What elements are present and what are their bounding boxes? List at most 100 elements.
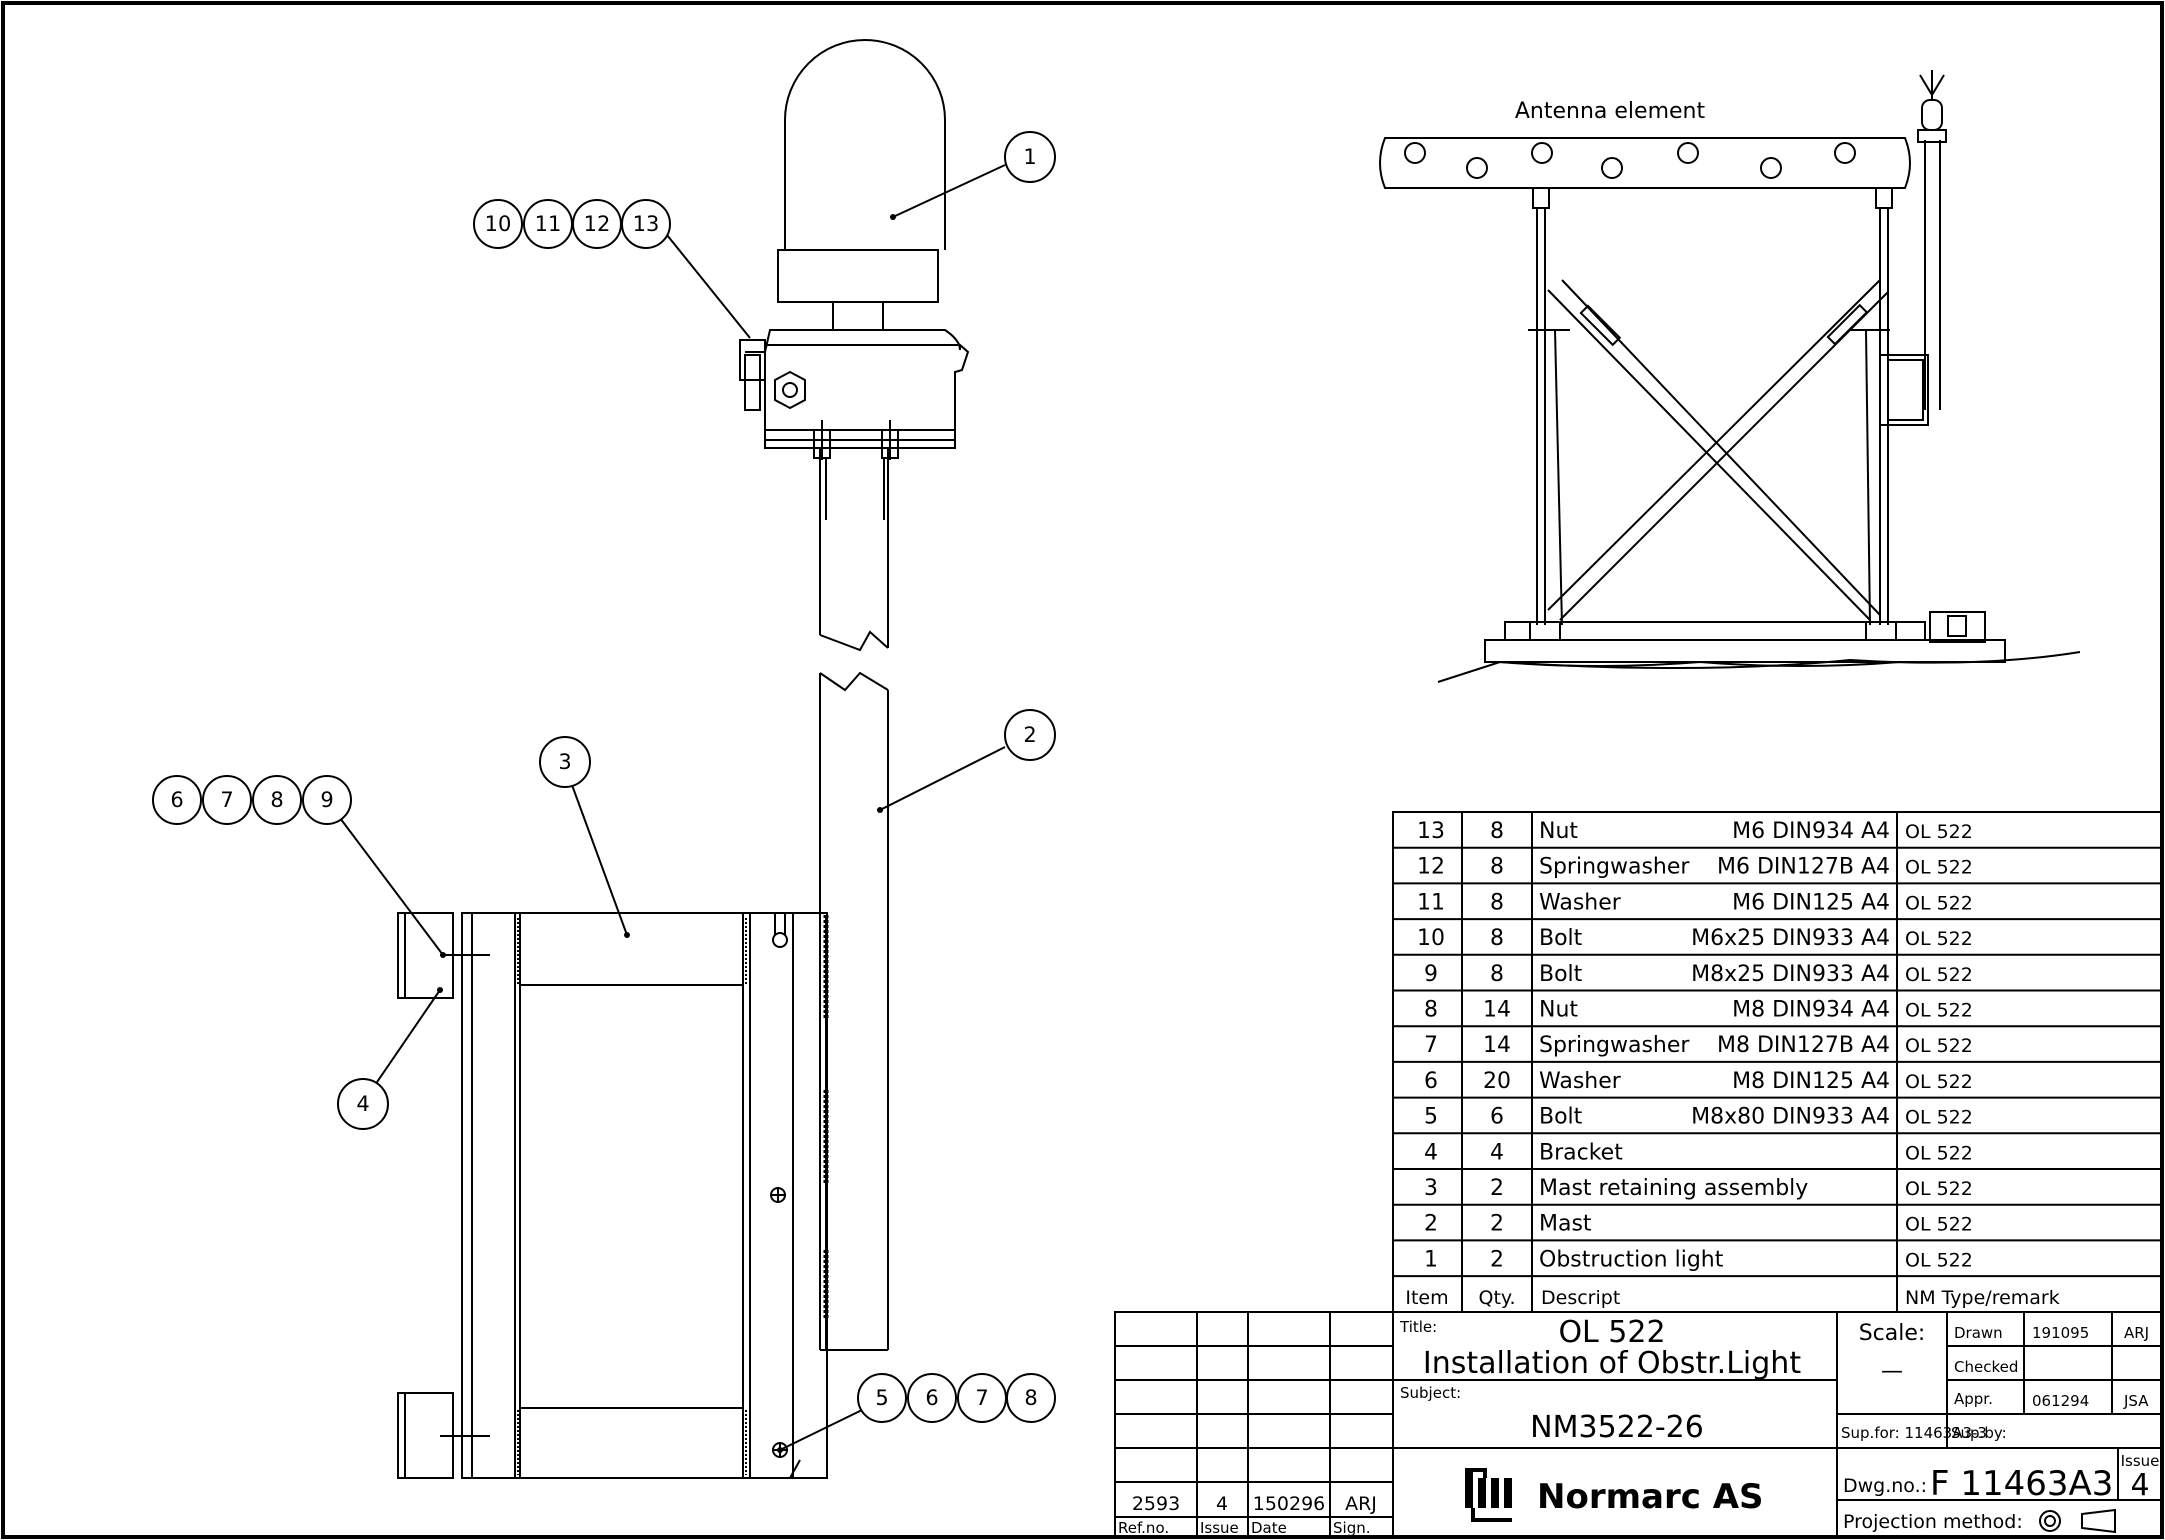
callout-number: 2 [1023, 723, 1036, 747]
issue-label: Issue [2121, 1452, 2160, 1470]
cell-description: Mast [1539, 1212, 1592, 1237]
cell-spec: M8 DIN934 A4 [1732, 998, 1890, 1023]
cell-remark: OL 522 [1905, 1214, 1973, 1236]
revision-header-sign: Sign. [1333, 1519, 1371, 1537]
cell-item: 7 [1424, 1033, 1438, 1058]
cell-item: 6 [1424, 1069, 1438, 1094]
header-remark: NM Type/remark [1905, 1287, 2060, 1309]
scale-label: Scale: [1859, 1321, 1926, 1346]
header-qty: Qty. [1479, 1287, 1516, 1309]
scale-value: — [1881, 1359, 1903, 1384]
cell-qty: 14 [1483, 998, 1511, 1023]
cell-description: Nut [1539, 819, 1578, 844]
cell-spec: M8 DIN127B A4 [1717, 1033, 1890, 1058]
callout-balloon: 3 [539, 736, 591, 788]
callout-number: 3 [558, 750, 571, 774]
cell-qty: 8 [1490, 819, 1504, 844]
callout-group-top: 10 11 12 13 [473, 199, 751, 339]
revision-header-ref: Ref.no. [1118, 1519, 1169, 1537]
callout-number: 6 [170, 788, 183, 812]
leader-line [879, 746, 1006, 811]
callout-number: 12 [584, 212, 611, 236]
cell-description: Nut [1539, 998, 1578, 1023]
cell-description: Bolt [1539, 962, 1583, 987]
parts-list-row-lines [1393, 846, 2162, 1278]
header-item: Item [1405, 1287, 1448, 1309]
cell-item: 9 [1424, 962, 1438, 987]
dwg-label: Dwg.no.: [1843, 1475, 1927, 1497]
revision-header-issue: Issue [1200, 1519, 1239, 1537]
appr-date: 061294 [2032, 1392, 2089, 1410]
callout-number: 1 [1023, 145, 1036, 169]
subject-value: NM3522-26 [1530, 1410, 1704, 1445]
cell-item: 1 [1424, 1247, 1438, 1272]
table-row: 8 14 Nut M8 DIN934 A4 OL 522 [1424, 998, 1973, 1023]
title-label: Title: [1399, 1318, 1437, 1336]
callout-number: 13 [633, 212, 660, 236]
leader-line [571, 784, 628, 936]
cell-remark: OL 522 [1905, 1000, 1973, 1022]
cell-qty: 20 [1483, 1069, 1511, 1094]
cell-spec: M8 DIN125 A4 [1732, 1069, 1890, 1094]
cell-qty: 4 [1490, 1140, 1504, 1165]
cell-spec: M8x80 DIN933 A4 [1691, 1105, 1890, 1130]
leader-line [374, 989, 441, 1086]
cell-remark: OL 522 [1905, 928, 1973, 950]
cell-remark: OL 522 [1905, 1142, 1973, 1164]
company-name: Normarc AS [1537, 1477, 1764, 1517]
cell-item: 5 [1424, 1105, 1438, 1130]
cell-remark: OL 522 [1905, 857, 1973, 879]
title-line-1: OL 522 [1558, 1315, 1665, 1350]
cell-item: 10 [1417, 926, 1445, 951]
cell-spec: M6 DIN125 A4 [1732, 890, 1890, 915]
cell-spec: M8x25 DIN933 A4 [1691, 962, 1890, 987]
issue-number: 4 [2130, 1468, 2149, 1503]
cell-description: Obstruction light [1539, 1247, 1724, 1272]
cell-item: 8 [1424, 998, 1438, 1023]
callout-number: 8 [270, 788, 283, 812]
cell-qty: 6 [1490, 1105, 1504, 1130]
projection-label: Projection method: [1843, 1511, 2023, 1533]
antenna-structure-drawing [1379, 70, 2081, 683]
header-descript: Descript [1541, 1287, 1620, 1309]
cell-remark: OL 522 [1905, 1249, 1973, 1271]
callout-number: 7 [975, 1386, 988, 1410]
cell-remark: OL 522 [1905, 1178, 1973, 1200]
cell-qty: 8 [1490, 926, 1504, 951]
cell-remark: OL 522 [1905, 1035, 1973, 1057]
cell-item: 11 [1417, 890, 1445, 915]
checked-label: Checked [1954, 1358, 2018, 1376]
cell-qty: 2 [1490, 1212, 1504, 1237]
callout-number: 11 [535, 212, 562, 236]
revision-date: 150296 [1253, 1493, 1326, 1515]
callout-group-left: 6 7 8 9 [152, 775, 446, 958]
cell-item: 2 [1424, 1212, 1438, 1237]
drawn-label: Drawn [1954, 1324, 2003, 1342]
table-row: 2 2 Mast OL 522 [1424, 1212, 1973, 1237]
cell-qty: 8 [1490, 962, 1504, 987]
cell-qty: 8 [1490, 855, 1504, 880]
callout-balloon: 2 [1004, 709, 1056, 761]
drawn-date: 191095 [2032, 1324, 2089, 1342]
callout-number: 7 [220, 788, 233, 812]
cell-remark: OL 522 [1905, 1071, 1973, 1093]
cell-remark: OL 522 [1905, 892, 1973, 914]
callout-balloon: 4 [337, 1078, 389, 1130]
cell-spec: M6 DIN127B A4 [1717, 855, 1890, 880]
sup-for: Sup.for: 11463A3-3 [1841, 1424, 1987, 1442]
cell-description: Mast retaining assembly [1539, 1176, 1808, 1201]
callout-group-bottom: 5 6 7 8 [777, 1373, 1056, 1453]
cell-remark: OL 522 [1905, 821, 1973, 843]
mast-drawing [819, 671, 889, 1351]
